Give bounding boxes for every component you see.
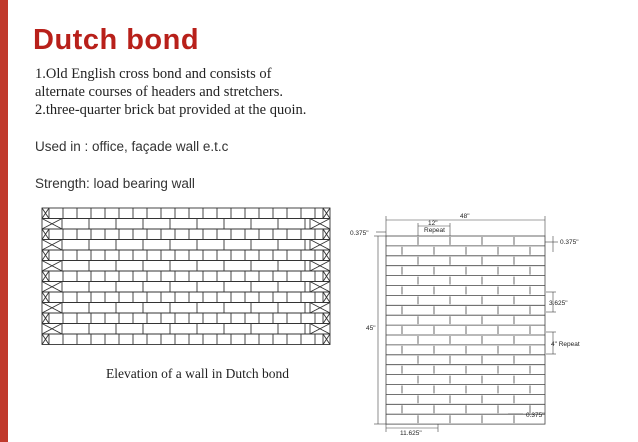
wall-elevation-caption: Elevation of a wall in Dutch bond [106, 366, 289, 381]
point-2-line: 2.three-quarter brick bat provided at th… [35, 102, 307, 118]
point-1-line-1: 1.Old English cross bond and consists of [35, 66, 272, 82]
slide-title: Dutch bond [33, 24, 200, 56]
dim-repeat-label: Repeat [424, 227, 445, 234]
strength-text: Strength: load bearing wall [35, 176, 195, 191]
dimension-lines [374, 216, 558, 432]
dim-right-offset: 0.375" [560, 239, 579, 246]
dim-left-offset: 0.375" [350, 230, 369, 237]
dim-top-width: 48" [460, 213, 470, 220]
dim-4-repeat: 4" Repeat [551, 341, 580, 348]
wall-elevation-drawing: Elevation of a wall in Dutch bond [41, 207, 331, 381]
wall-dimension-drawing: 48" 12" Repeat 0.375" 45" 0.375" 3.625" … [350, 213, 580, 437]
accent-bar [0, 0, 8, 442]
dim-bottom-width: 11.625" [400, 430, 422, 437]
dim-12-in: 12" [428, 220, 438, 227]
point-1-line-2: alternate courses of headers and stretch… [35, 84, 283, 100]
used-in-text: Used in : office, façade wall e.t.c [35, 139, 229, 154]
dim-course-height: 3.625" [549, 300, 568, 307]
wall-elevation-figure: Elevation of a wall in Dutch bond [30, 200, 350, 390]
dim-bottom-offset: 0.375" [526, 412, 545, 419]
wall-dimension-figure: 48" 12" Repeat 0.375" 45" 0.375" 3.625" … [348, 212, 623, 437]
dim-height: 45" [366, 325, 376, 332]
